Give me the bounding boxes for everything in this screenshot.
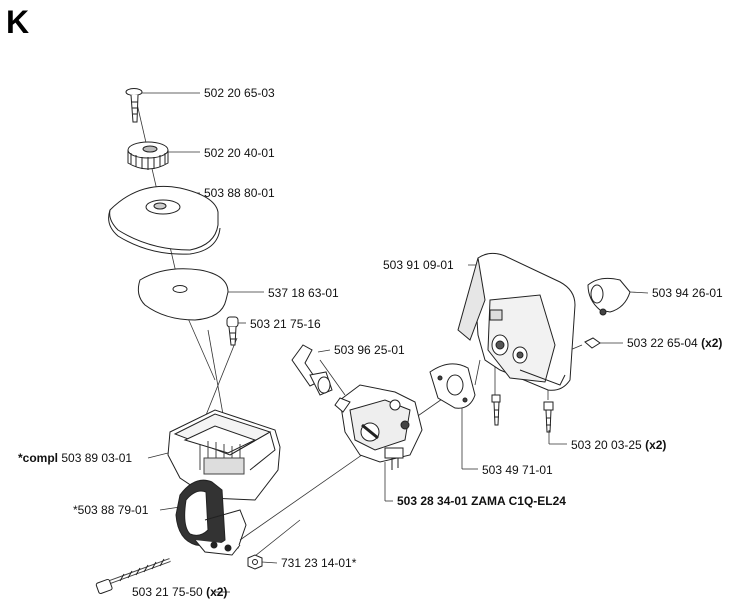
air-filter [137,268,229,321]
knob-part [127,141,169,170]
filter-housing [167,409,281,501]
air-filter-cover [108,185,221,255]
part-label: 502 20 40-01 [204,146,275,160]
fuel-cap-part [587,277,631,316]
part-label: 503 20 03-25 (x2) [571,438,667,452]
intake-rubber [175,479,247,556]
screw-part [125,88,143,123]
square-nut [584,337,601,349]
housing-screws [491,394,554,433]
nut [247,554,263,570]
choke-lever [291,344,333,396]
long-bolt [95,558,171,594]
part-label: 503 96 25-01 [334,343,405,357]
small-screw [226,316,239,346]
carburettor-housing [457,252,576,391]
part-label: 503 49 71-01 [482,463,553,477]
gasket [429,363,476,409]
part-label: 502 20 65-03 [204,86,275,100]
part-label: 503 28 34-01 ZAMA C1Q-EL24 [397,494,566,508]
part-label: 503 88 80-01 [204,186,275,200]
section-letter: K [6,4,30,40]
part-label: 537 18 63-01 [268,286,339,300]
part-label: 503 22 65-04 (x2) [627,336,723,350]
part-label: 503 21 75-50 (x2) [132,585,228,599]
part-label: 503 94 26-01 [652,286,723,300]
part-label: *compl 503 89 03-01 [18,451,133,465]
part-label: *503 88 79-01 [73,503,149,517]
part-label: 731 23 14-01* [281,556,357,570]
part-label: 503 91 09-01 [383,258,454,272]
carburettor [334,384,423,470]
part-label: 503 21 75-16 [250,317,321,331]
